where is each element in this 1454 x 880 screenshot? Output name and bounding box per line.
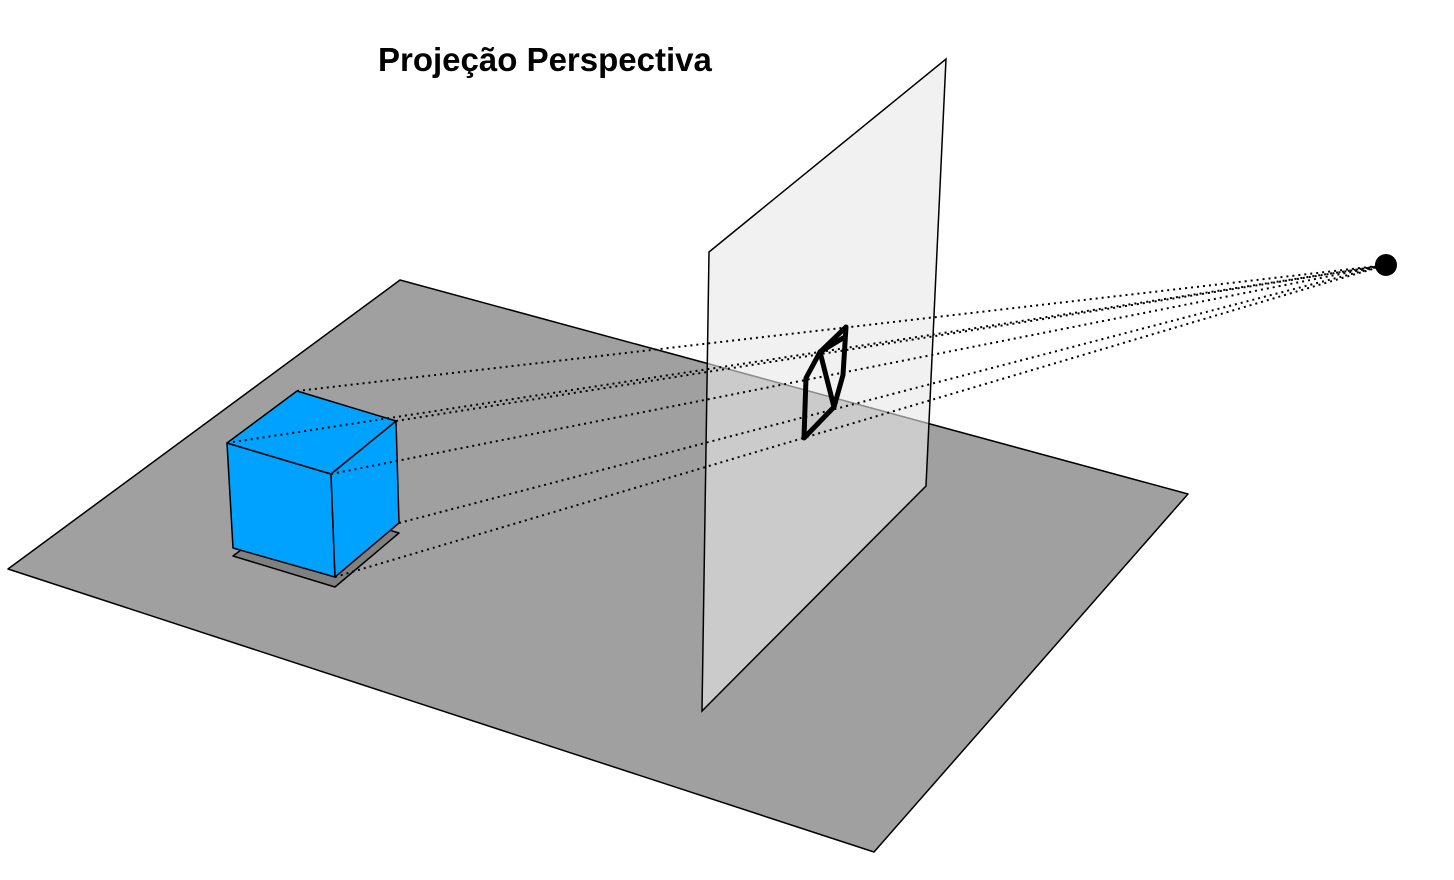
projected-image: [801, 324, 849, 441]
ground-plane: [7, 279, 1189, 853]
projected-image-edge: [817, 335, 846, 355]
projection-plane: [701, 57, 947, 713]
projected-image-edge: [817, 349, 837, 410]
diagram-title: Projeção Perspectiva: [378, 41, 712, 78]
projection-rays: [226, 264, 1387, 578]
cube: [226, 390, 400, 578]
projection-ray: [334, 264, 1387, 578]
projection-ray: [395, 264, 1387, 422]
observer-point: [1375, 254, 1397, 276]
projection-ray: [398, 264, 1387, 524]
projection-ray: [296, 264, 1387, 392]
